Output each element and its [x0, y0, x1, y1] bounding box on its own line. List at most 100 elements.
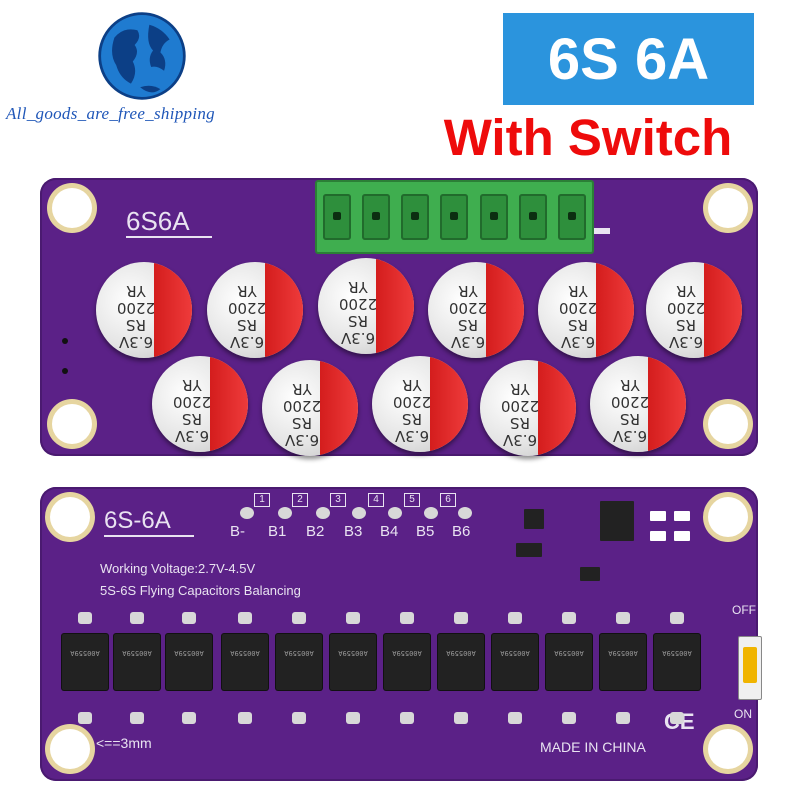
working-voltage-text: Working Voltage:2.7V-4.5V [100, 561, 256, 576]
silk-underline [104, 535, 194, 537]
solder-pad [238, 712, 252, 724]
terminal-pin [519, 194, 548, 240]
via [62, 368, 68, 374]
subtitle-with-switch: With Switch [443, 109, 733, 166]
pin-label-b6: B6 [452, 523, 471, 540]
solder-pad [616, 712, 630, 724]
solder-pad [182, 612, 196, 624]
diode [580, 567, 600, 581]
pin-label-b3: B3 [344, 523, 363, 540]
solder-pad [388, 507, 402, 519]
mosfet-chip: A00559A [546, 634, 592, 690]
pin-number: 1 [254, 493, 270, 507]
pin-label-b4: B4 [380, 523, 399, 540]
solder-pad [508, 712, 522, 724]
pin-number: 4 [368, 493, 384, 507]
description-text: 5S-6S Flying Capacitors Balancing [100, 583, 301, 598]
terminal-pin [558, 194, 587, 240]
board-model-label: 6S6A [126, 206, 190, 236]
ic-chip [600, 501, 634, 541]
solder-pad [292, 712, 306, 724]
terminal-pin [440, 194, 469, 240]
resistor [516, 543, 542, 557]
off-label: OFF [732, 603, 756, 617]
terminal-pin [401, 194, 430, 240]
globe-logo-icon [98, 12, 186, 100]
mosfet-chip: A00559A [600, 634, 646, 690]
solder-pad [616, 612, 630, 624]
mosfet-chip: A00559A [276, 634, 322, 690]
mosfet-chip: A00559A [384, 634, 430, 690]
made-in-china-text: MADE IN CHINA [540, 739, 646, 755]
solder-pad [78, 712, 92, 724]
mounting-hole [708, 497, 748, 537]
solder-pad [670, 612, 684, 624]
solder-pad [238, 612, 252, 624]
mosfet-chip: A00559A [62, 634, 108, 690]
dimension-note: <==3mm [96, 735, 152, 751]
silk-mark [592, 228, 610, 234]
pin-label-b2: B2 [306, 523, 325, 540]
solder-pad [352, 507, 366, 519]
solder-pad [508, 612, 522, 624]
brand-text: All_goods_are_free_shipping [6, 104, 215, 123]
capacitor-smd [650, 531, 666, 541]
silk-underline [126, 236, 212, 238]
solder-pad [316, 507, 330, 519]
solder-pad [400, 612, 414, 624]
mounting-hole [52, 404, 92, 444]
switch-slider [743, 647, 757, 683]
solder-pad [562, 712, 576, 724]
mosfet-chip: A00559A [492, 634, 538, 690]
mosfet-chip: A00559A [438, 634, 484, 690]
mounting-hole [708, 404, 748, 444]
product-badge: 6S 6A [503, 13, 754, 105]
solder-pad [454, 712, 468, 724]
terminal-connector [315, 180, 594, 254]
pin-number: 5 [404, 493, 420, 507]
mosfet-chip: A00559A [654, 634, 700, 690]
solder-pad [458, 507, 472, 519]
mosfet-chip: A00559A [166, 634, 212, 690]
solder-pad [454, 612, 468, 624]
capacitor-smd [674, 511, 690, 521]
solder-pad [346, 712, 360, 724]
mounting-hole [708, 729, 748, 769]
pin-number: 2 [292, 493, 308, 507]
terminal-pin [479, 194, 508, 240]
transistor [524, 509, 544, 529]
slide-switch [738, 636, 762, 700]
solder-pad [400, 712, 414, 724]
capacitor-smd [650, 511, 666, 521]
via [62, 338, 68, 344]
solder-pad [346, 612, 360, 624]
mosfet-chip: A00559A [330, 634, 376, 690]
mounting-hole [708, 188, 748, 228]
mounting-hole [50, 497, 90, 537]
mounting-hole [52, 188, 92, 228]
pin-label-b1: B1 [268, 523, 287, 540]
solder-pad [240, 507, 254, 519]
solder-pad [130, 612, 144, 624]
pin-label-b-minus: B- [230, 523, 245, 540]
capacitor-smd [674, 531, 690, 541]
solder-pad [292, 612, 306, 624]
on-label: ON [734, 707, 752, 721]
solder-pad [278, 507, 292, 519]
solder-pad [670, 712, 684, 724]
pin-label-b5: B5 [416, 523, 435, 540]
pin-number: 6 [440, 493, 456, 507]
board-model-label: 6S-6A [104, 507, 171, 534]
mosfet-chip: A00559A [222, 634, 268, 690]
mounting-hole [50, 729, 90, 769]
solder-pad [78, 612, 92, 624]
